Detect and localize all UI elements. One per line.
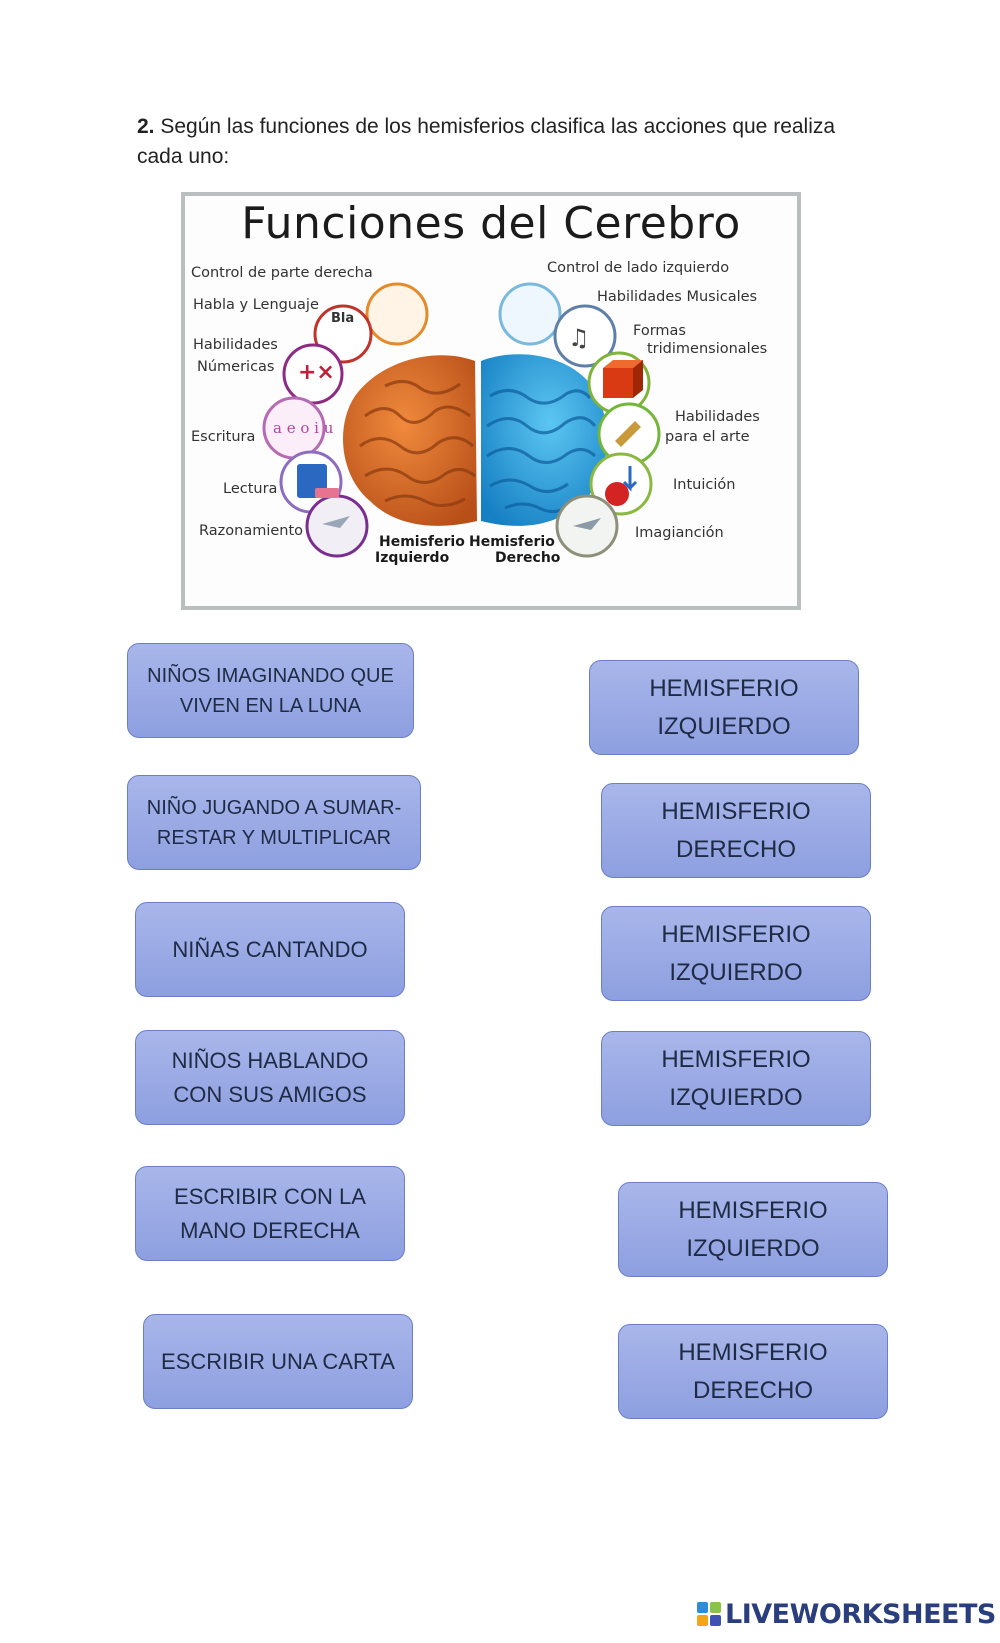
hemisphere-card-5-line2: IZQUIERDO bbox=[686, 1234, 820, 1262]
speech-bubble-text: Bla bbox=[331, 311, 354, 326]
label-habilidades: Habilidades bbox=[193, 337, 278, 353]
hemisphere-card-2-line1: HEMISFERIO bbox=[661, 797, 811, 825]
action-card-1-line1: NIÑOS IMAGINANDO QUE bbox=[147, 664, 394, 687]
action-card-1-line2: VIVEN EN LA LUNA bbox=[179, 694, 362, 717]
plane-icon-right bbox=[573, 518, 601, 530]
hemisphere-card-4-line2: IZQUIERDO bbox=[669, 1083, 803, 1111]
hemisphere-left-line2: Izquierdo bbox=[375, 550, 450, 566]
label-imaginacion: Imagianción bbox=[635, 525, 724, 541]
action-card-4-line1: NIÑOS HABLANDO bbox=[171, 1047, 369, 1073]
hemisphere-card-2[interactable]: HEMISFERIO DERECHO bbox=[601, 783, 871, 878]
hemisphere-right-line1: Hemisferio bbox=[469, 534, 555, 550]
math-symbols-icon: +× bbox=[298, 360, 335, 385]
liveworksheets-logo-icon bbox=[697, 1602, 721, 1626]
hemisphere-card-5[interactable]: HEMISFERIO IZQUIERDO bbox=[618, 1182, 888, 1277]
right-hemisphere-shape bbox=[481, 354, 607, 526]
label-formas: Formas bbox=[633, 323, 686, 339]
action-card-2-line2: RESTAR Y MULTIPLICAR bbox=[156, 826, 392, 849]
right-function-circles bbox=[498, 282, 661, 558]
hemisphere-card-3-line1: HEMISFERIO bbox=[661, 920, 811, 948]
hemisphere-card-1[interactable]: HEMISFERIO IZQUIERDO bbox=[589, 660, 859, 755]
label-intuicion: Intuición bbox=[673, 477, 736, 493]
label-habla: Habla y Lenguaje bbox=[193, 297, 319, 313]
label-razonamiento: Razonamiento bbox=[199, 523, 304, 539]
label-tridimensionales: tridimensionales bbox=[647, 341, 768, 357]
action-card-3-line1: NIÑAS CANTANDO bbox=[172, 936, 368, 962]
action-card-5-line2: MANO DERECHA bbox=[180, 1217, 360, 1243]
action-card-5-line1: ESCRIBIR CON LA bbox=[174, 1183, 366, 1209]
hemisphere-card-5-line1: HEMISFERIO bbox=[678, 1196, 828, 1224]
action-card-6-line1: ESCRIBIR UNA CARTA bbox=[161, 1348, 395, 1374]
label-escritura: Escritura bbox=[191, 429, 256, 445]
figure-title: Funciones del Cerebro bbox=[241, 198, 741, 249]
action-card-4[interactable]: NIÑOS HABLANDO CON SUS AMIGOS bbox=[135, 1030, 405, 1125]
hemisphere-right-line2: Derecho bbox=[495, 550, 561, 566]
cube-icon bbox=[603, 368, 633, 398]
label-musicales: Habilidades Musicales bbox=[597, 289, 758, 305]
brain-functions-figure: Bla +× a e o i u ♫ Funciones del Cerebro… bbox=[181, 192, 801, 610]
hemisphere-card-6[interactable]: HEMISFERIO DERECHO bbox=[618, 1324, 888, 1419]
hemisphere-left-label: Hemisferio Izquierdo bbox=[375, 534, 465, 566]
instruction-text: Según las funciones de los hemisferios c… bbox=[137, 115, 836, 168]
hemisphere-card-2-line2: DERECHO bbox=[675, 835, 796, 863]
hemisphere-card-3[interactable]: HEMISFERIO IZQUIERDO bbox=[601, 906, 871, 1001]
action-card-1[interactable]: NIÑOS IMAGINANDO QUE VIVEN EN LA LUNA bbox=[127, 643, 414, 738]
plane-icon bbox=[322, 516, 350, 528]
action-card-6[interactable]: ESCRIBIR UNA CARTA bbox=[143, 1314, 413, 1409]
hemisphere-right-label: Hemisferio Derecho bbox=[469, 534, 560, 566]
action-card-2-line1: NIÑO JUGANDO A SUMAR- bbox=[146, 796, 402, 819]
action-card-5[interactable]: ESCRIBIR CON LA MANO DERECHA bbox=[135, 1166, 405, 1261]
brain-illustration: Bla +× a e o i u ♫ bbox=[262, 282, 661, 558]
hemisphere-card-1-line1: HEMISFERIO bbox=[649, 674, 799, 702]
brush-icon bbox=[615, 421, 641, 447]
hemisphere-card-3-line2: IZQUIERDO bbox=[669, 958, 803, 986]
hemisphere-left-line1: Hemisferio bbox=[379, 534, 465, 550]
instruction-number: 2. bbox=[137, 115, 155, 138]
left-hemisphere-shape bbox=[343, 355, 477, 526]
hemisphere-card-6-line1: HEMISFERIO bbox=[678, 1338, 828, 1366]
vowels-text: a e o i u bbox=[273, 419, 334, 437]
action-card-3[interactable]: NIÑAS CANTANDO bbox=[135, 902, 405, 997]
hemisphere-card-4-line1: HEMISFERIO bbox=[661, 1045, 811, 1073]
label-para-el-arte: para el arte bbox=[665, 429, 750, 445]
apple-icon bbox=[605, 482, 629, 506]
brand-name: LIVEWORKSHEETS bbox=[725, 1598, 996, 1630]
action-card-4-line2: CON SUS AMIGOS bbox=[173, 1081, 367, 1107]
label-numericas: Númericas bbox=[197, 359, 275, 375]
label-control-derecha: Control de parte derecha bbox=[191, 265, 373, 281]
hemisphere-card-4[interactable]: HEMISFERIO IZQUIERDO bbox=[601, 1031, 871, 1126]
liveworksheets-logo: LIVEWORKSHEETS bbox=[697, 1597, 996, 1631]
label-habilidades-arte: Habilidades bbox=[675, 409, 760, 425]
music-notes-icon: ♫ bbox=[568, 324, 590, 352]
hemisphere-card-6-line2: DERECHO bbox=[692, 1376, 813, 1404]
instruction: 2. Según las funciones de los hemisferio… bbox=[137, 112, 837, 172]
action-card-2[interactable]: NIÑO JUGANDO A SUMAR- RESTAR Y MULTIPLICA… bbox=[127, 775, 421, 870]
hemisphere-card-1-line2: IZQUIERDO bbox=[657, 712, 791, 740]
label-control-izquierdo: Control de lado izquierdo bbox=[547, 260, 730, 276]
label-lectura: Lectura bbox=[223, 481, 278, 497]
